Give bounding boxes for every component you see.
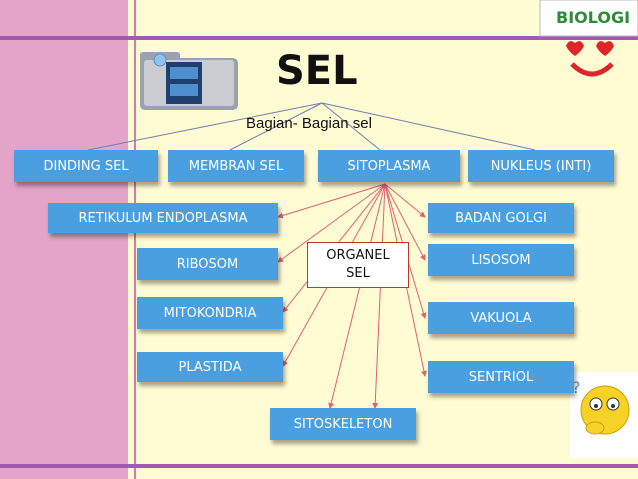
box-sitoplasma: SITOPLASMA: [318, 150, 460, 182]
page-title: SEL: [276, 48, 358, 94]
box-sitoskeleton: SITOSKELETON: [270, 408, 416, 440]
box-badan-golgi: BADAN GOLGI: [428, 203, 574, 233]
top-divider: [0, 36, 638, 40]
video-folder-icon: [140, 52, 238, 110]
biologi-logo: [539, 0, 638, 77]
organel-line-1: ORGANEL: [326, 248, 390, 263]
thinking-face-icon: ?: [570, 372, 638, 458]
box-nukleus: NUKLEUS (INTI): [468, 150, 614, 182]
subtitle: Bagian- Bagian sel: [246, 115, 372, 132]
decorative-line: [134, 0, 136, 479]
organel-line-2: SEL: [346, 266, 370, 281]
bottom-divider: [0, 464, 638, 468]
box-retikulum-endoplasma: RETIKULUM ENDOPLASMA: [48, 203, 278, 233]
box-mitokondria: MITOKONDRIA: [137, 297, 283, 329]
box-plastida: PLASTIDA: [137, 352, 283, 382]
logo-text: BIOLOGI: [556, 8, 631, 27]
svg-text:?: ?: [572, 378, 581, 397]
box-dinding-sel: DINDING SEL: [14, 150, 158, 182]
organel-sel-box: ORGANEL SEL: [307, 242, 409, 288]
box-ribosom: RIBOSOM: [137, 248, 278, 280]
box-membran-sel: MEMBRAN SEL: [168, 150, 304, 182]
box-sentriol: SENTRIOL: [428, 361, 574, 393]
box-lisosom: LISOSOM: [428, 244, 574, 276]
left-decorative-strip: [0, 0, 128, 479]
box-vakuola: VAKUOLA: [428, 302, 574, 334]
